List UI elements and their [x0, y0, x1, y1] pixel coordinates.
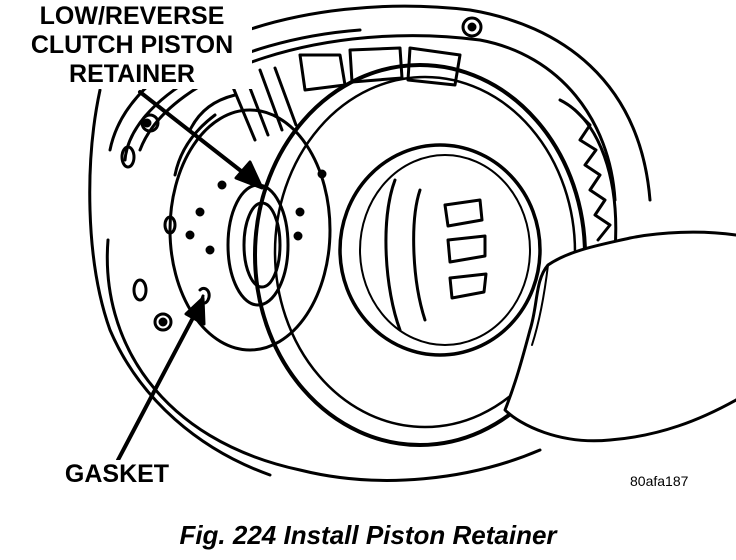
retainer-bore — [338, 143, 542, 357]
retainer-label-line3: RETAINER — [69, 60, 195, 88]
hand — [503, 230, 736, 443]
case-bolt-hole — [140, 113, 160, 133]
oil-hole — [205, 245, 215, 255]
oil-hole — [185, 230, 195, 240]
retainer-arrowhead — [234, 160, 264, 190]
retainer-hole — [293, 231, 303, 241]
gasket-callout-label: GASKET — [52, 460, 182, 489]
hub-spline — [412, 188, 427, 322]
case-lower-arc — [105, 238, 542, 482]
spring-pack — [173, 113, 217, 177]
case-slot — [132, 278, 148, 302]
figure-code: 80afa187 — [630, 473, 689, 489]
case-bolt-hole — [142, 118, 152, 128]
case-bolt-hole — [158, 317, 168, 327]
hub-spline — [448, 272, 488, 300]
retainer-hole — [317, 169, 327, 179]
figure-caption: Fig. 224 Install Piston Retainer — [179, 520, 557, 550]
gasket-arrowhead — [184, 296, 206, 326]
case-stud — [467, 22, 477, 32]
retainer-callout-label: LOW/REVERSE CLUTCH PISTON RETAINER — [12, 2, 252, 89]
hub-spline — [446, 234, 487, 264]
retainer-leader-line — [138, 90, 252, 180]
gear-teeth — [573, 108, 612, 242]
case-stud — [461, 16, 483, 38]
hub-spline — [384, 178, 402, 332]
gear-teeth — [558, 98, 618, 252]
oil-hole — [195, 207, 205, 217]
oil-hole — [217, 180, 227, 190]
case-left-edge — [88, 88, 272, 477]
hub-spline — [443, 198, 484, 228]
spring-pack — [188, 93, 237, 132]
retainer-label-line1: LOW/REVERSE — [39, 2, 225, 30]
case-slot — [120, 145, 136, 169]
hand-finger-line — [531, 264, 549, 346]
retainer-label-line2: CLUTCH PISTON — [30, 31, 234, 59]
case-bolt-hole — [153, 312, 173, 332]
gasket-leader-line — [116, 310, 198, 462]
retainer-hole — [295, 207, 305, 217]
piston-housing — [168, 108, 332, 352]
spring-pack — [406, 46, 462, 87]
case-inner-arc — [138, 34, 617, 202]
retainer-bore-inner — [359, 154, 531, 346]
spring-pack — [298, 53, 347, 92]
